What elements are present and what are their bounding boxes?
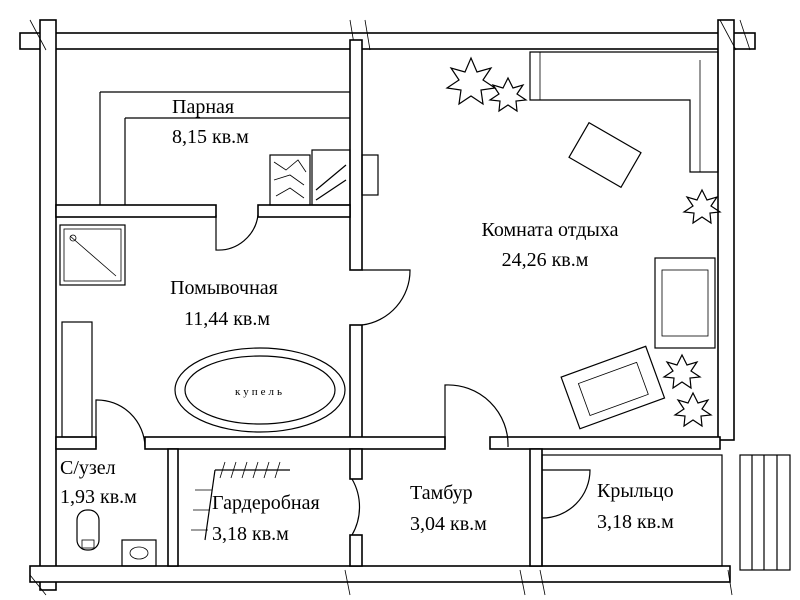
- room-washing: Помывочная 11,44 кв.м: [170, 277, 278, 330]
- stove-icon: [269, 149, 379, 206]
- sink-icon: [121, 539, 157, 567]
- room-rest-name: Комната отдыха: [482, 219, 619, 241]
- doors: [95, 214, 591, 536]
- plant-icon: [682, 188, 722, 225]
- room-wardrobe-area: 3,18 кв.м: [212, 523, 289, 545]
- room-steam: Парная 8,15 кв.м: [172, 96, 249, 148]
- room-vestibule-area: 3,04 кв.м: [410, 513, 487, 535]
- room-washing-name: Помывочная: [170, 277, 278, 299]
- room-wc-name: С/узел: [60, 457, 116, 479]
- room-porch-name: Крыльцо: [597, 480, 674, 502]
- font-tub: купель: [174, 347, 346, 433]
- stairs-icon: [739, 454, 791, 571]
- shower-tray-icon: [59, 224, 126, 286]
- room-rest-area: 24,26 кв.м: [502, 249, 589, 271]
- toilet-icon: [76, 509, 100, 551]
- sofa-icon: [529, 51, 719, 173]
- room-steam-area: 8,15 кв.м: [172, 126, 249, 148]
- room-porch-area: 3,18 кв.м: [597, 511, 674, 533]
- room-porch: Крыльцо 3,18 кв.м: [597, 480, 674, 533]
- room-wc-area: 1,93 кв.м: [60, 486, 137, 508]
- room-wc: С/узел 1,93 кв.м: [60, 457, 137, 508]
- room-rest: Комната отдыха 24,26 кв.м: [482, 219, 619, 271]
- room-steam-name: Парная: [172, 96, 234, 118]
- inner-walls: [55, 39, 723, 567]
- plant-icon: [662, 353, 702, 390]
- plant-icon: [445, 56, 497, 106]
- plant-icon: [673, 391, 713, 428]
- room-wardrobe-name: Гардеробная: [212, 492, 320, 514]
- bench-icon: [61, 321, 93, 438]
- plant-icon: [488, 76, 528, 113]
- font-label: купель: [235, 386, 285, 398]
- table-icon: [568, 121, 642, 189]
- room-vestibule-name: Тамбур: [410, 482, 473, 504]
- outer-walls: [19, 19, 756, 596]
- room-vestibule: Тамбур 3,04 кв.м: [410, 482, 487, 535]
- armchair-icon: [560, 345, 666, 430]
- armchair-icon: [654, 257, 716, 349]
- clothes-rail-icon: [191, 461, 290, 541]
- room-washing-area: 11,44 кв.м: [184, 308, 270, 330]
- room-wardrobe: Гардеробная 3,18 кв.м: [212, 492, 320, 545]
- steam-room-benches: [99, 91, 350, 205]
